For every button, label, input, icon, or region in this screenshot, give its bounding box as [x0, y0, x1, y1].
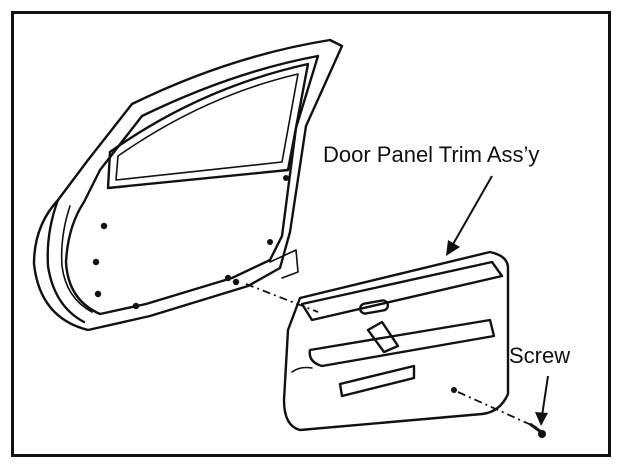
door-edge-strip: [46, 198, 86, 324]
clip-holes: [92, 175, 289, 310]
screw-leader-arrow: [535, 375, 549, 426]
window-frame-inner: [115, 73, 299, 181]
door-edge-strip-2: [60, 205, 93, 313]
screw-hole: [451, 387, 457, 393]
screw-dashline: [457, 391, 539, 429]
diagram-frame: [11, 11, 611, 457]
screw-label: Screw: [509, 343, 571, 368]
door-shell-outline: [32, 38, 344, 332]
alignment-dashline: [245, 283, 319, 313]
door-shell-inner: [64, 54, 320, 316]
arm-rest-pull: [366, 320, 400, 354]
door-handle: [358, 299, 390, 315]
trim-panel-top-edge: [300, 260, 504, 322]
door-lower-detail: [269, 249, 299, 279]
screw-icon: [529, 422, 546, 438]
arm-rest: [308, 318, 496, 368]
door-pocket: [338, 364, 416, 398]
panel-lower-line: [291, 366, 313, 373]
trim-panel-label: Door Panel Trim Ass’y: [323, 142, 540, 167]
trim-leader-arrow: [446, 175, 493, 256]
window-opening: [106, 62, 310, 190]
